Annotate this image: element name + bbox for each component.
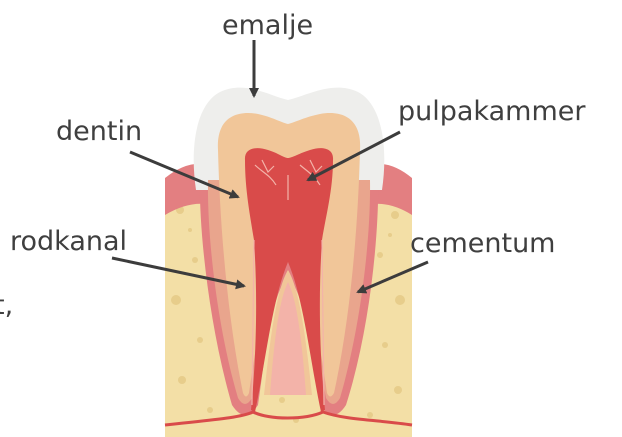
clipped-edge-text: t,	[0, 292, 13, 319]
label-emalje: emalje	[222, 12, 313, 39]
label-pulpakammer: pulpakammer	[398, 98, 585, 125]
label-dentin: dentin	[56, 118, 142, 145]
label-rodkanal: rodkanal	[10, 228, 127, 255]
label-cementum: cementum	[410, 230, 555, 257]
